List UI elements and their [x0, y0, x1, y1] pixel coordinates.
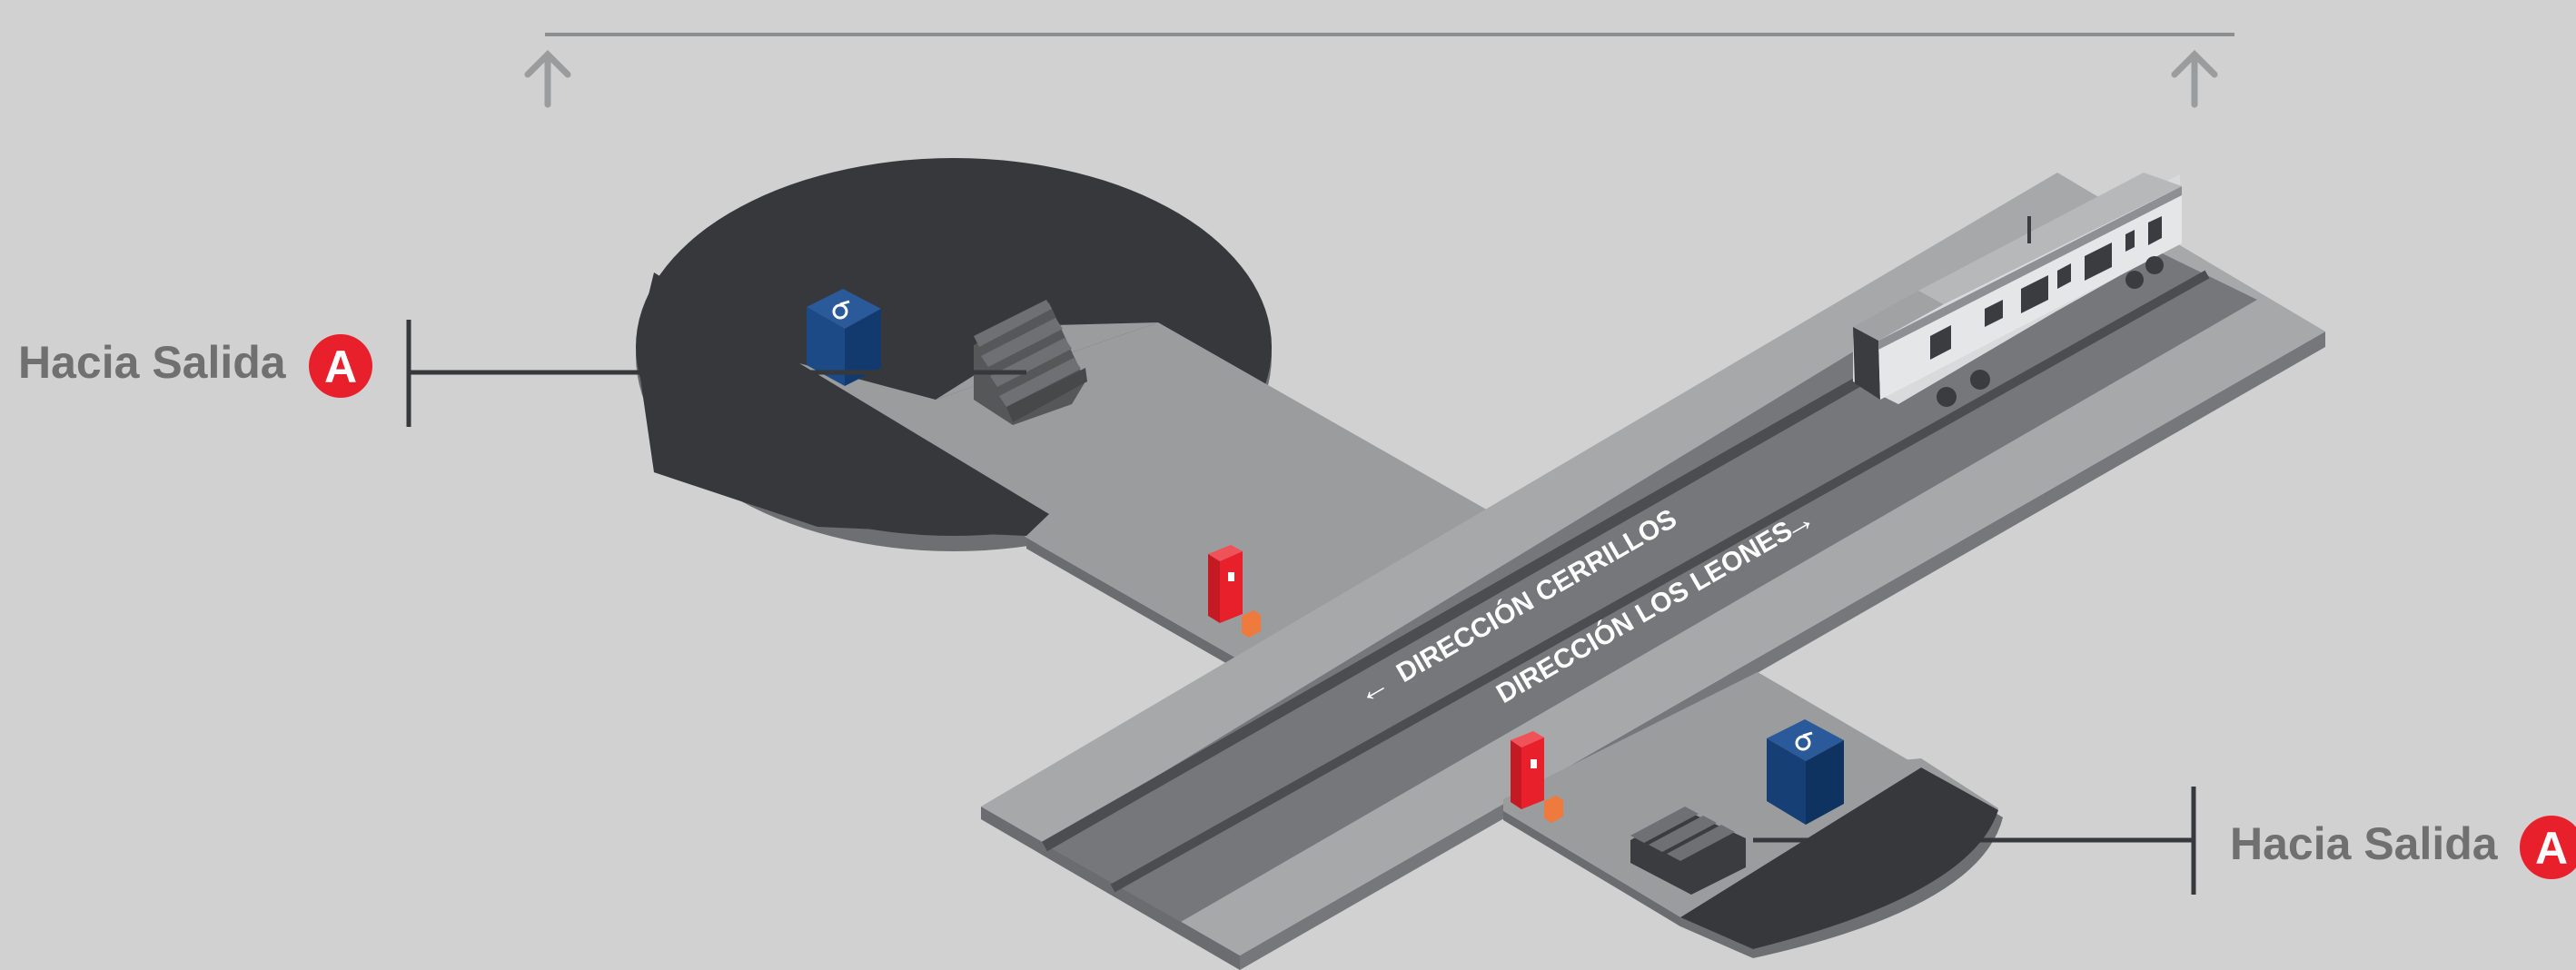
exit-right-badge-letter: A: [2535, 823, 2568, 874]
exit-left[interactable]: Hacia Salida A: [18, 334, 372, 398]
exit-left-badge-letter: A: [324, 341, 357, 392]
exit-right[interactable]: Hacia Salida A: [2230, 816, 2576, 879]
arrow-up-icon: [528, 54, 568, 104]
exit-right-label: Hacia Salida: [2230, 818, 2499, 869]
arrow-up-icon: [2175, 54, 2214, 104]
exit-left-label: Hacia Salida: [18, 337, 287, 388]
